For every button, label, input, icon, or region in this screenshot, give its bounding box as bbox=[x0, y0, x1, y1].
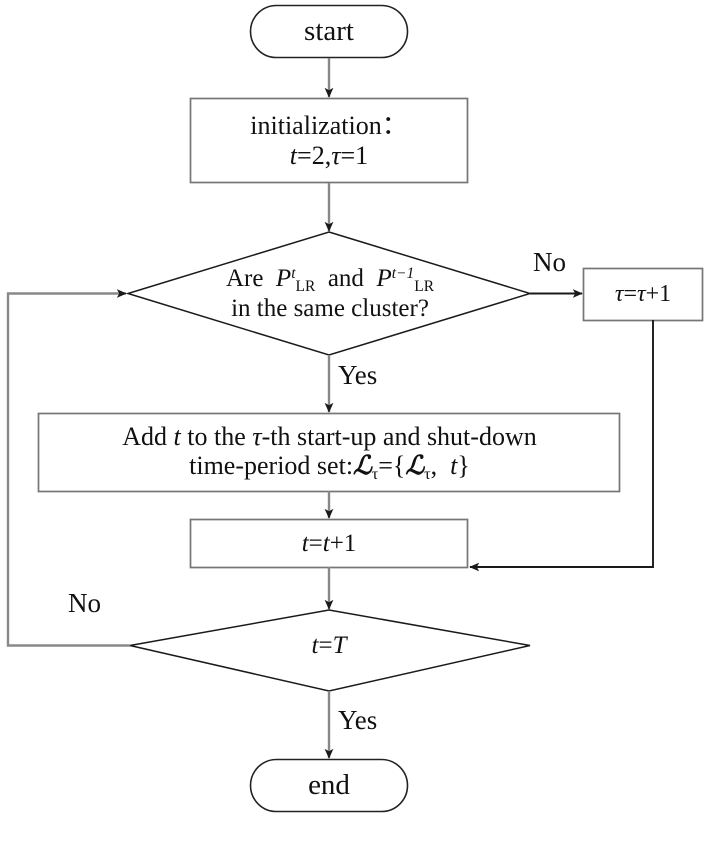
decision-end-shape bbox=[129, 609, 531, 692]
add-time-period-node-shape bbox=[37, 412, 621, 493]
end-node-shape bbox=[249, 758, 409, 813]
edge-label-loop-no: No bbox=[68, 588, 101, 618]
edge-label-end-yes: Yes bbox=[338, 705, 378, 735]
decision-cluster-shape bbox=[125, 231, 533, 356]
initialization-node-shape bbox=[189, 97, 469, 184]
connector-decision-end-no-to-decision-cluster bbox=[6, 289, 130, 647]
edge-label-cluster-yes: Yes bbox=[338, 360, 378, 390]
tau-increment-node-shape bbox=[582, 267, 704, 322]
t-increment-node-shape bbox=[189, 518, 469, 569]
edge-label-cluster-no: No bbox=[533, 247, 566, 277]
connector-tau-increment-to-t-increment bbox=[469, 320, 654, 572]
start-node-shape bbox=[249, 4, 409, 59]
